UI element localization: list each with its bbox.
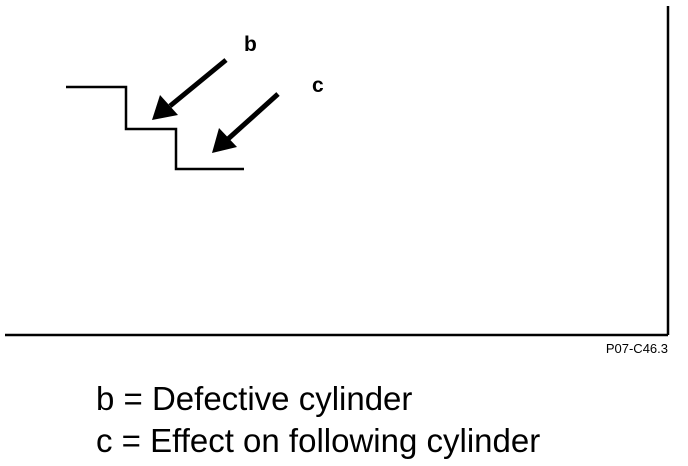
arrow-b [152, 58, 228, 120]
marker-label-c: c [312, 74, 324, 97]
arrow-c [212, 92, 280, 153]
signal-step-trace [66, 85, 244, 171]
reference-code: P07-C46.3 [606, 341, 668, 356]
marker-label-b: b [244, 33, 257, 56]
legend-item-b: b = Defective cylinder [96, 380, 413, 417]
legend: b = Defective cylinder c = Effect on fol… [96, 378, 540, 462]
legend-item-c: c = Effect on following cylinder [96, 422, 541, 459]
